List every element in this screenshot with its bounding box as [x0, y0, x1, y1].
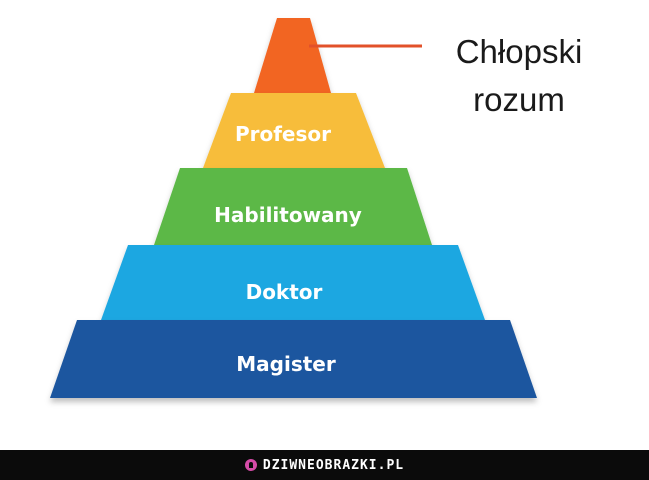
pyramid-level-magister: [50, 320, 537, 398]
label-magister: Magister: [236, 352, 336, 376]
pyramid-diagram: Profesor Habilitowany Doktor Magister Ch…: [50, 18, 583, 398]
site-name: DZIWNEOBRAZKI.PL: [262, 457, 405, 473]
pyramid-level-top: [254, 18, 331, 93]
label-doktor: Doktor: [246, 280, 323, 304]
watermark-footer: DZIWNEOBRAZKI.PL: [0, 450, 649, 480]
pyramid-level-profesor: [203, 93, 385, 168]
label-habilitowany: Habilitowany: [214, 203, 362, 227]
pyramid-level-habilitowany: [154, 168, 432, 245]
callout-line2: rozum: [473, 81, 565, 118]
pyramid-level-doktor: [101, 245, 485, 320]
callout-line1: Chłopski: [456, 33, 583, 70]
label-profesor: Profesor: [235, 122, 331, 146]
logo-icon: [244, 459, 257, 471]
